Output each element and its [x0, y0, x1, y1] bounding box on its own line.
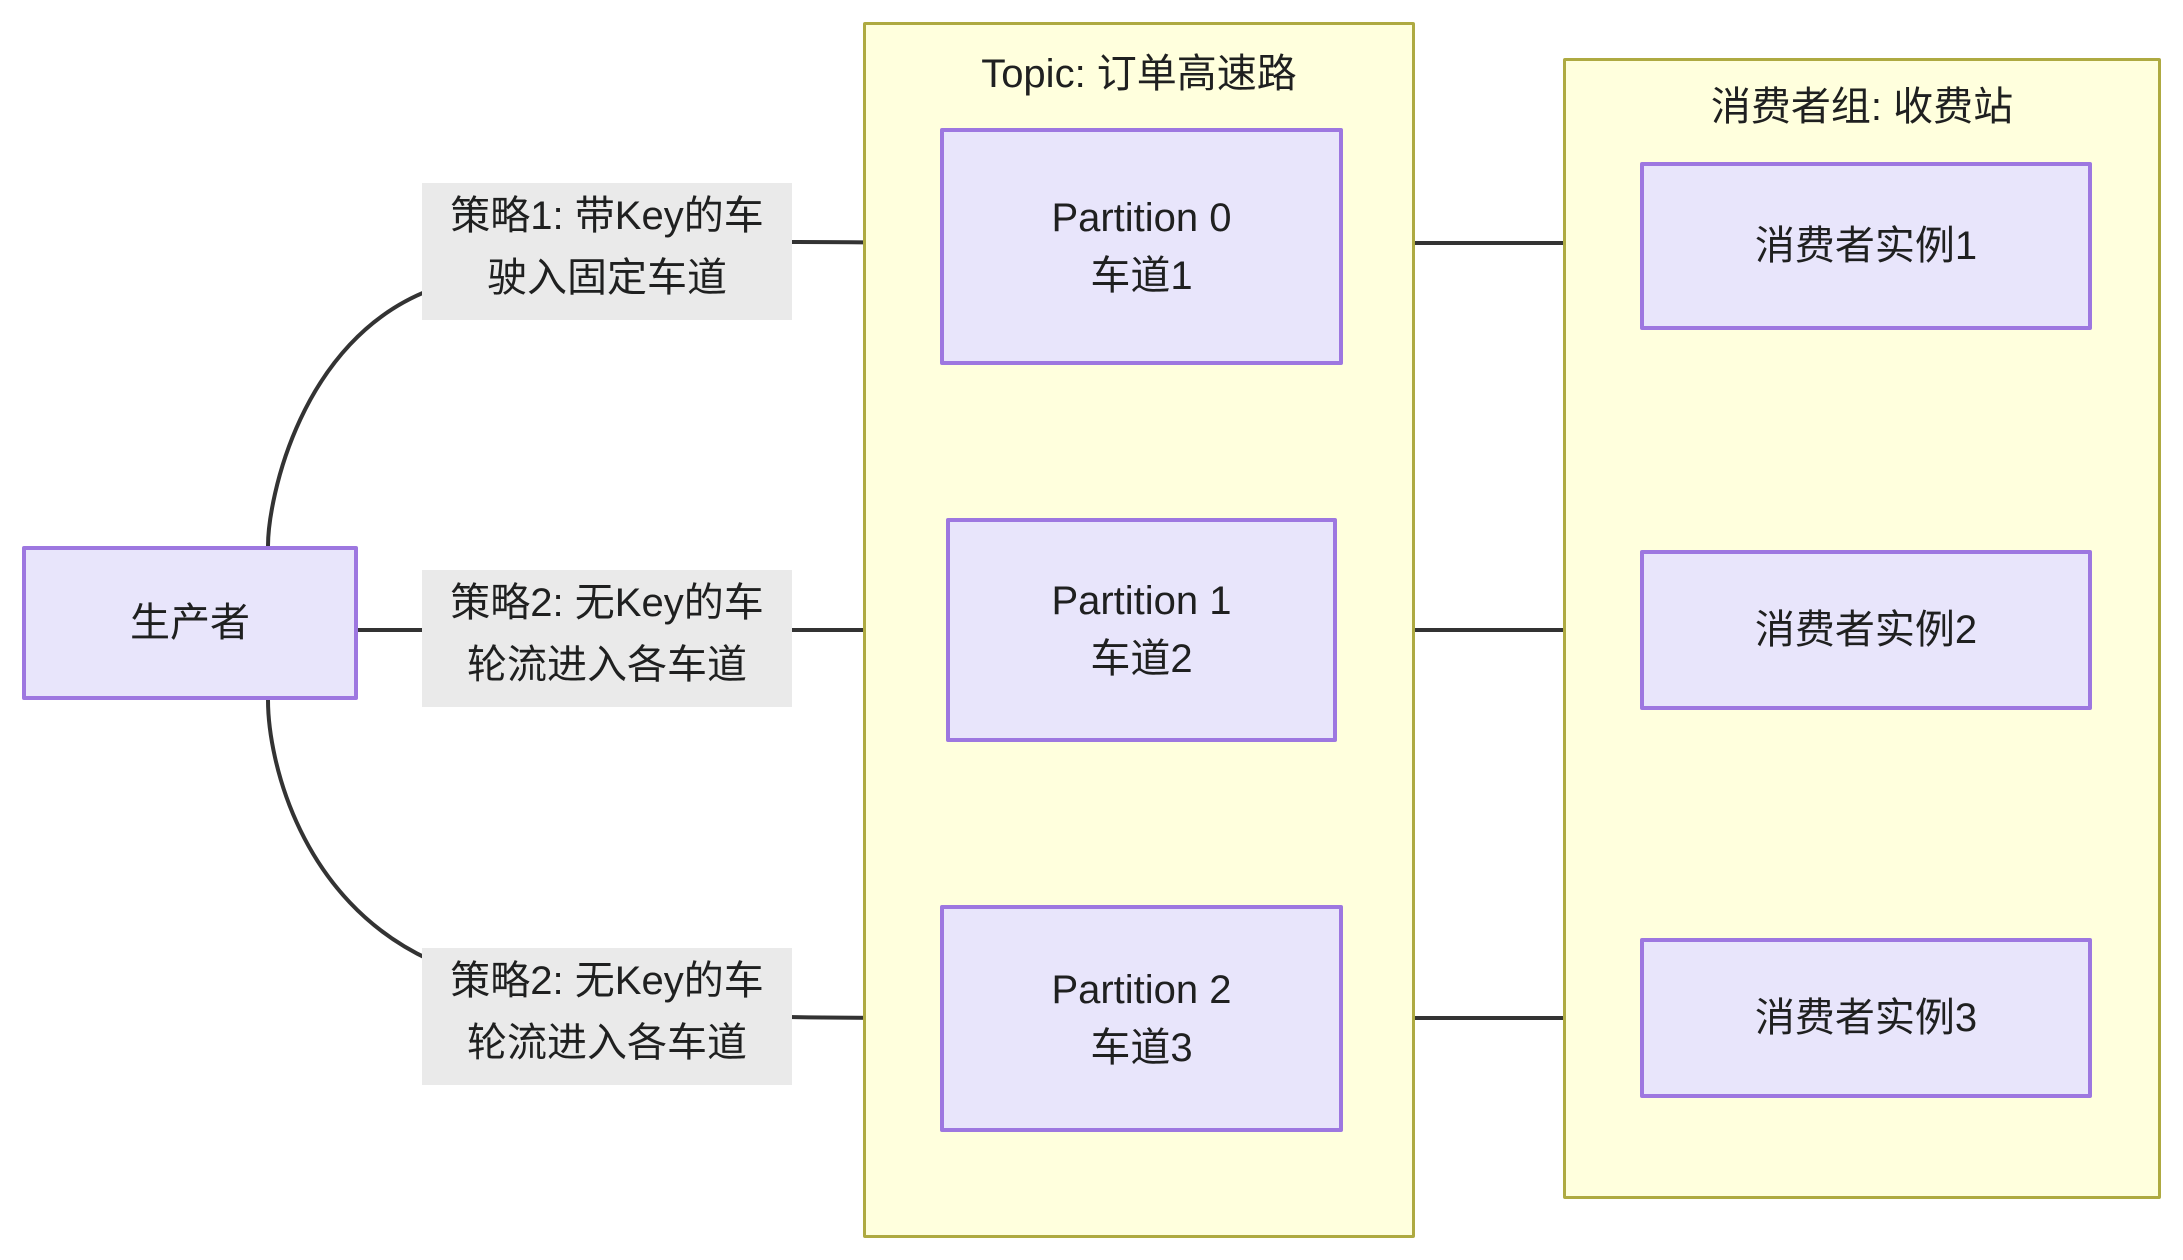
node-partition-0-label: Partition 0 车道1	[1051, 195, 1232, 298]
node-producer-label: 生产者	[130, 601, 250, 645]
node-producer[interactable]: 生产者	[22, 546, 358, 700]
node-partition-0[interactable]: Partition 0 车道1	[940, 128, 1343, 365]
node-consumer-2-label: 消费者实例2	[1754, 608, 1978, 652]
node-partition-1[interactable]: Partition 1 车道2	[946, 518, 1337, 742]
node-consumer-1[interactable]: 消费者实例1	[1640, 162, 2092, 330]
edge-label-strategy-2-partition2: 策略2: 无Key的车 轮流进入各车道	[422, 948, 792, 1085]
edge-label-strategy-2-partition1: 策略2: 无Key的车 轮流进入各车道	[422, 570, 792, 707]
node-partition-2[interactable]: Partition 2 车道3	[940, 905, 1343, 1132]
node-consumer-3-label: 消费者实例3	[1754, 996, 1978, 1040]
node-consumer-3[interactable]: 消费者实例3	[1640, 938, 2092, 1098]
topic-cluster-title: Topic: 订单高速路	[981, 52, 1297, 96]
node-consumer-1-label: 消费者实例1	[1754, 224, 1978, 268]
consumer-group-cluster-title: 消费者组: 收费站	[1710, 85, 2014, 129]
node-partition-2-label: Partition 2 车道3	[1051, 967, 1232, 1070]
node-partition-1-label: Partition 1 车道2	[1051, 579, 1232, 681]
node-consumer-2[interactable]: 消费者实例2	[1640, 550, 2092, 710]
edge-label-strategy-1: 策略1: 带Key的车 驶入固定车道	[422, 183, 792, 320]
